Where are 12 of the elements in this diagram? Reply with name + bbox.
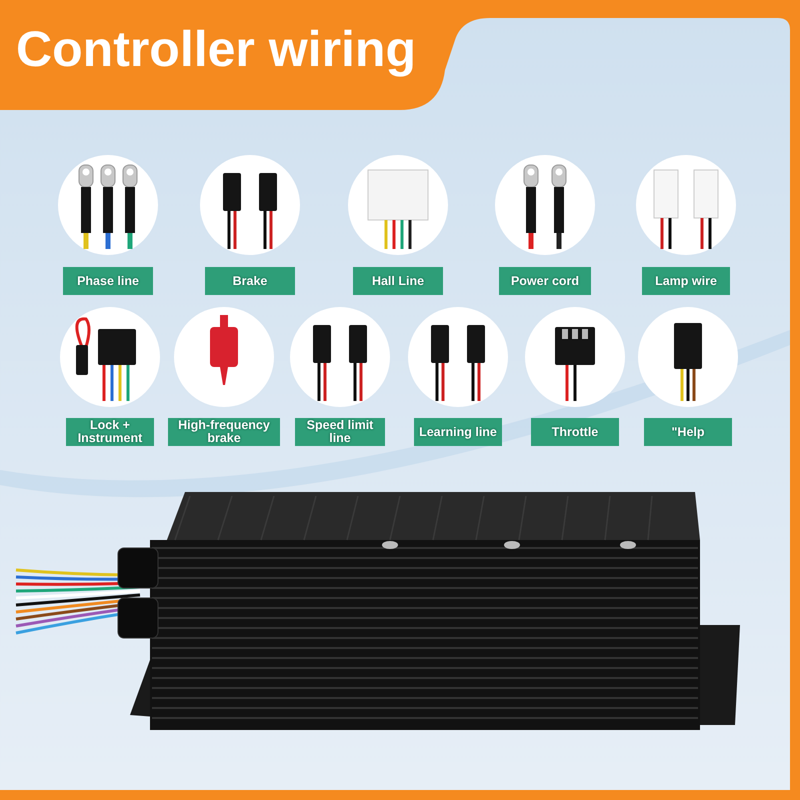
connector-label: Throttle xyxy=(531,418,619,446)
connector-label: Learning line xyxy=(414,418,502,446)
connector-label: Power cord xyxy=(499,267,591,295)
connector-label: High-frequency brake xyxy=(168,418,280,446)
connector-label: Lamp wire xyxy=(642,267,730,295)
connector-label: Hall Line xyxy=(353,267,443,295)
title: Controller wiring xyxy=(16,20,416,78)
connector-label: Phase line xyxy=(63,267,153,295)
connector-label: Lock + Instrument xyxy=(66,418,154,446)
connector-label: "Help xyxy=(644,418,732,446)
connector-label: Brake xyxy=(205,267,295,295)
connector-label: Speed limit line xyxy=(295,418,385,446)
